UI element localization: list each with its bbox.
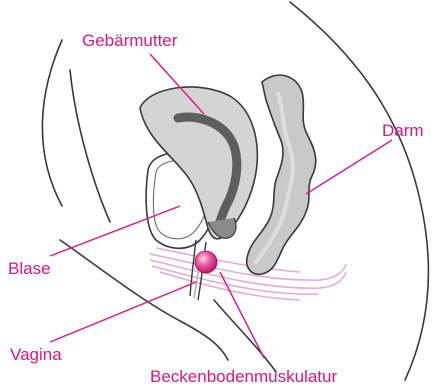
label-vagina: Vagina <box>10 345 62 364</box>
label-pelvic-floor: Beckenbodenmuskulatur <box>150 367 337 386</box>
leader-line-bowel <box>306 140 392 194</box>
label-bowel: Darm <box>382 121 424 140</box>
label-bladder: Blase <box>8 259 51 278</box>
label-uterus: Gebärmutter <box>82 31 178 50</box>
leader-line-vagina <box>50 282 196 342</box>
pelvic-floor-ball <box>195 251 217 273</box>
